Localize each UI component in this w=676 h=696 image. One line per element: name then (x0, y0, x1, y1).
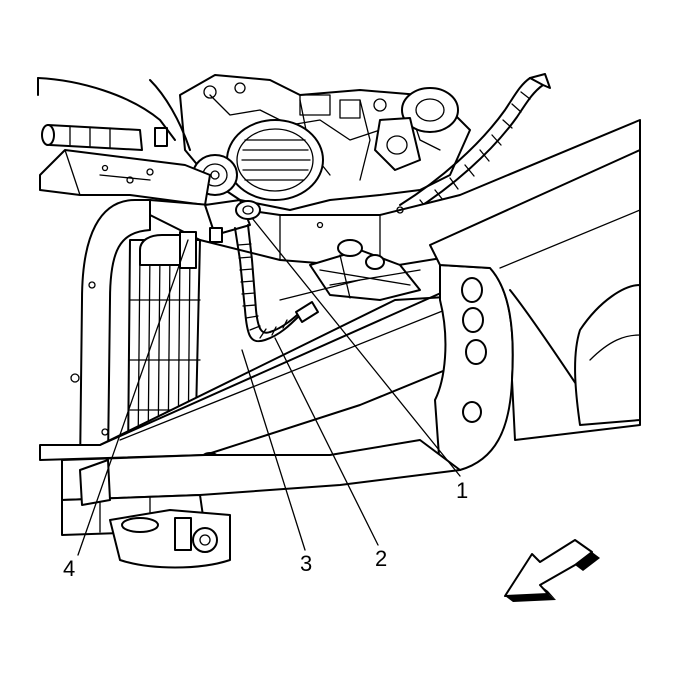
callout-1: 1 (456, 478, 469, 503)
lower-crossmember (61, 439, 461, 536)
leader-line-1 (251, 217, 461, 477)
wire-clip (139, 231, 197, 269)
leader-line-3 (241, 349, 306, 551)
front-bracket (39, 149, 211, 206)
callout-3: 3 (300, 551, 313, 576)
leader-line-2 (274, 337, 379, 546)
front-direction-arrow-icon (504, 539, 600, 602)
leader-line-4 (77, 239, 189, 556)
leader-lines (77, 217, 461, 556)
idler-pulley (374, 87, 459, 171)
corrugated-hose (399, 73, 551, 213)
suspension-components (279, 239, 421, 301)
callout-4: 4 (63, 556, 76, 581)
ground-stud (204, 199, 261, 243)
fender-panel (429, 149, 641, 441)
fender-liner (37, 77, 191, 151)
frame-horn-right (434, 264, 514, 471)
upper-hose (41, 124, 168, 151)
lower-mount (109, 509, 231, 569)
radiator-support-left (70, 199, 151, 471)
radiator-support-lower (79, 459, 111, 506)
callout-2: 2 (375, 546, 388, 571)
ground-wire (234, 224, 319, 343)
